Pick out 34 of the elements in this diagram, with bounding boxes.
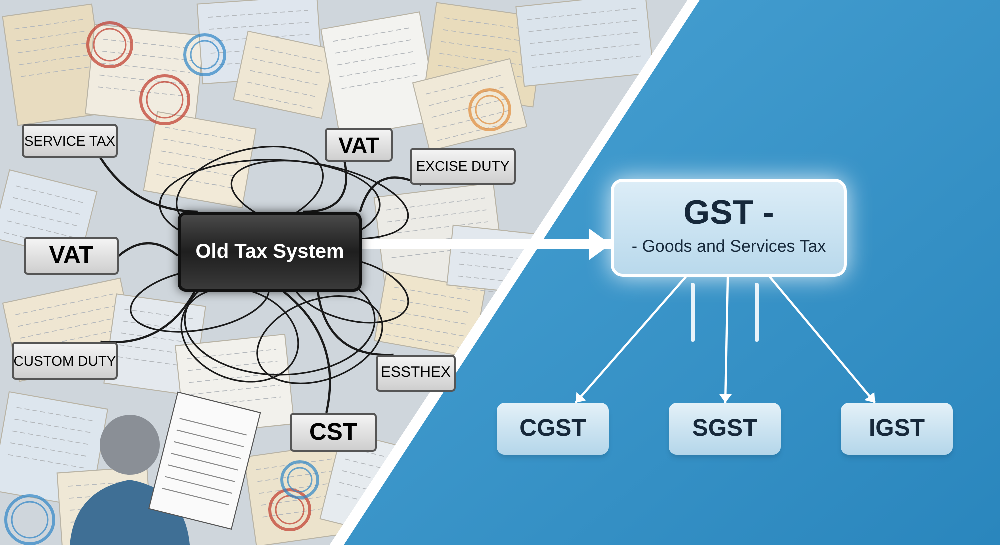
main-box (611, 179, 847, 277)
box-title: CGST (520, 414, 586, 444)
box-title: CUSTOM DUTY (14, 352, 116, 370)
label-box (841, 403, 953, 455)
arrow (769, 276, 876, 404)
label-box (410, 148, 516, 185)
central-box (178, 212, 362, 292)
box-title: GST - (684, 196, 774, 230)
arrow (362, 228, 611, 260)
connector-line (118, 242, 179, 257)
label-box (24, 237, 119, 275)
label-box (497, 403, 609, 455)
connector-line (316, 292, 394, 356)
connector-line (303, 162, 348, 214)
connector-line (359, 176, 422, 212)
arrow (574, 276, 687, 404)
box-title: VAT (338, 132, 380, 160)
box-title: VAT (49, 241, 94, 271)
box-title: Old Tax System (196, 240, 344, 265)
box-title: EXCISE DUTY (416, 157, 510, 176)
label-box (376, 355, 456, 392)
label-box (12, 342, 118, 380)
box-title: SGST (692, 414, 758, 444)
arrow (719, 276, 732, 404)
box-title: SERVICE TAX (24, 132, 116, 150)
label-box (325, 128, 393, 162)
label-box (669, 403, 781, 455)
box-subtitle: - Goods and Services Tax (632, 236, 826, 258)
label-box (290, 413, 377, 452)
box-title: CST (310, 418, 358, 448)
label-box (22, 124, 118, 158)
box-title: IGST (868, 414, 925, 444)
connector-line (100, 157, 198, 214)
box-title: ESSTHEX (380, 363, 452, 384)
